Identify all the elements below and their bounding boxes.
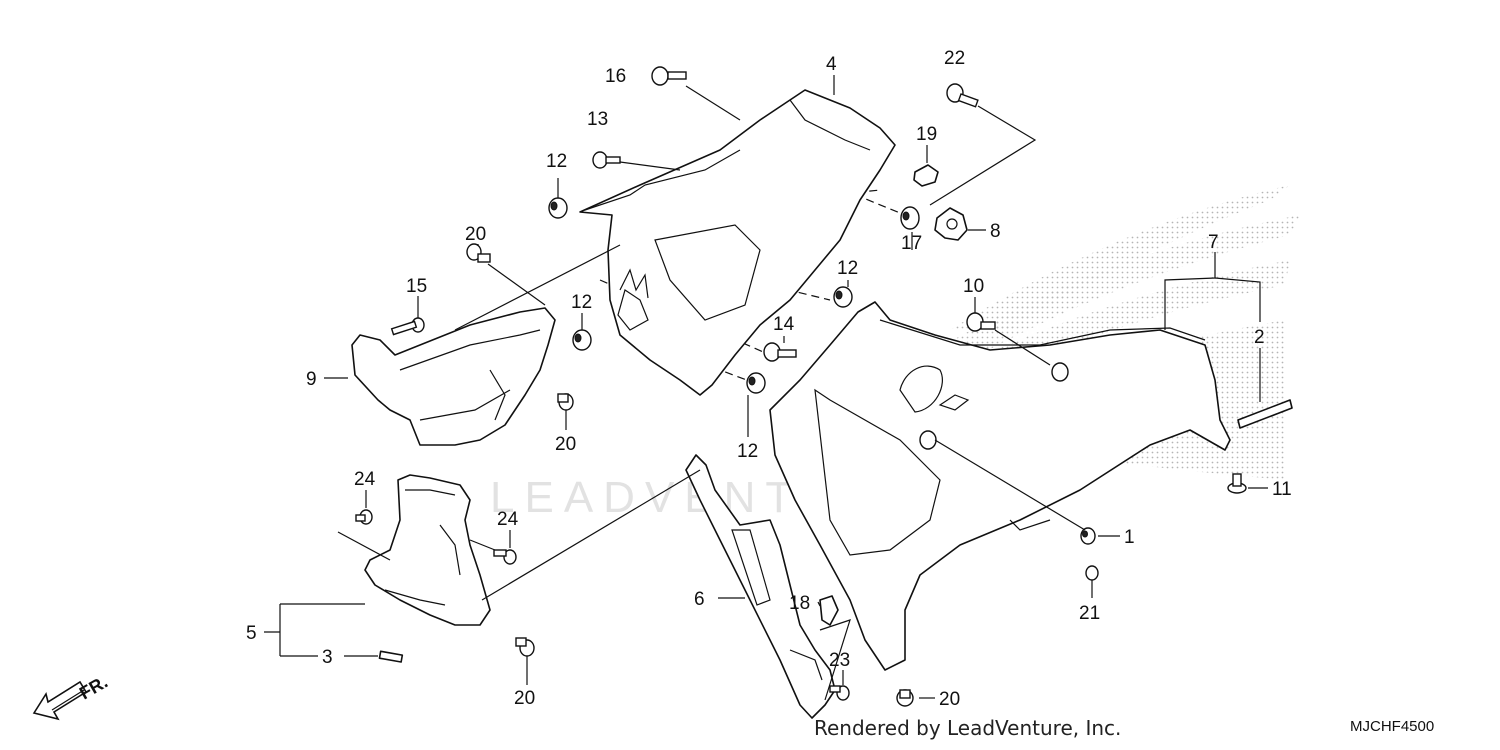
bolt-14	[763, 342, 797, 362]
callout-23: 23	[829, 650, 850, 671]
part-17-grommet	[900, 206, 920, 230]
callout-11: 11	[1272, 479, 1292, 500]
render-credit: Rendered by LeadVenture, Inc.	[814, 716, 1122, 740]
callouts: 16 4 22 13 19 12 8 17 20 12 7 15 10 12 1…	[246, 48, 1292, 710]
callout-18: 18	[789, 593, 810, 614]
bolt-20-a	[466, 243, 491, 263]
part-7-trim	[879, 319, 1206, 346]
part-5-lower-inner-piece	[364, 474, 491, 626]
callout-12-a: 12	[546, 151, 567, 172]
callout-20-a: 20	[465, 224, 486, 245]
bolt-13	[592, 151, 621, 169]
bolt-22	[946, 83, 979, 108]
callout-13: 13	[587, 109, 608, 130]
bolt-23	[829, 685, 850, 701]
callout-19: 19	[916, 124, 937, 145]
bolt-20-c	[515, 637, 535, 657]
callout-12-c: 12	[571, 292, 592, 313]
callout-9: 9	[306, 369, 317, 390]
clip-21	[1085, 565, 1099, 581]
callout-7: 7	[1208, 232, 1219, 253]
callout-12-b: 12	[837, 258, 858, 279]
callout-12-d: 12	[737, 441, 758, 462]
callout-16: 16	[605, 66, 626, 87]
grommet-12-b	[833, 286, 853, 308]
callout-2: 2	[1254, 327, 1265, 348]
callout-4: 4	[826, 54, 837, 75]
part-1-side-cowl	[769, 301, 1231, 671]
diagram-code: MJCHF4500	[1350, 718, 1435, 735]
grommet-cowl	[919, 430, 937, 450]
grommet-12-c	[572, 329, 592, 351]
callout-20-c: 20	[514, 688, 535, 709]
callout-24-b: 24	[497, 509, 519, 530]
front-direction-label: FR.	[76, 672, 111, 704]
callout-8: 8	[990, 221, 1001, 242]
bolt-20-d	[896, 689, 914, 707]
callout-24-a: 24	[354, 469, 376, 490]
callout-20-d: 20	[939, 689, 960, 710]
grommet-10-cowl	[1051, 362, 1069, 382]
bolt-16	[651, 66, 687, 86]
screw-11	[1227, 473, 1247, 494]
part-18-clip	[819, 595, 839, 626]
grommet-12-d	[746, 372, 766, 394]
callout-17: 17	[901, 233, 922, 254]
front-direction-arrow: FR.	[32, 672, 111, 721]
bolt-20-b	[557, 393, 574, 411]
callout-10: 10	[963, 276, 984, 297]
callout-15: 15	[406, 276, 427, 297]
bolt-24-a	[355, 509, 373, 525]
callout-5: 5	[246, 623, 257, 644]
callout-3: 3	[322, 647, 333, 668]
callout-20-b: 20	[555, 434, 576, 455]
part-9-inner-panel	[351, 307, 556, 446]
callout-21: 21	[1079, 603, 1100, 624]
callout-6: 6	[694, 589, 705, 610]
callout-22: 22	[944, 48, 965, 69]
grommet-12-a	[548, 197, 568, 219]
grommet-1	[1080, 527, 1096, 545]
part-2-strip	[1237, 399, 1293, 429]
screw-15	[390, 317, 425, 336]
part-8-bracket	[934, 207, 968, 241]
part-19-clip	[913, 164, 939, 187]
leader-lines	[264, 75, 1268, 701]
bolt-24-b	[493, 549, 517, 565]
part-3-strip	[378, 650, 404, 663]
callout-1: 1	[1124, 527, 1135, 548]
callout-14: 14	[773, 314, 795, 335]
part-6-lower-panel	[685, 454, 836, 719]
part-4-middle-cowl	[579, 89, 896, 396]
